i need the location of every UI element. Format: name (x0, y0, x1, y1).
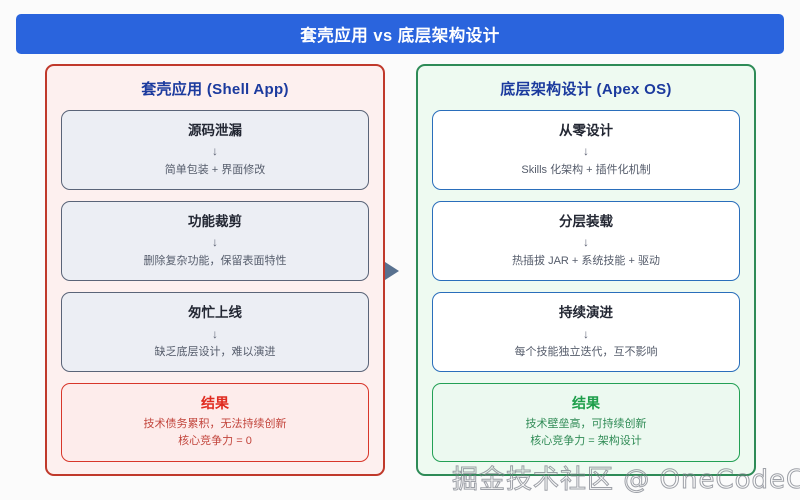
down-arrow-icon: ↓ (212, 235, 218, 250)
step-card-heading: 功能裁剪 (188, 214, 242, 230)
step-card-heading: 分层装载 (559, 214, 613, 230)
panel-shell-app-title: 套壳应用 (Shell App) (141, 81, 289, 98)
result-card-line: 核心竞争力 = 0 (178, 435, 252, 448)
triangle-right-icon (385, 262, 399, 280)
step-card: 匆忙上线 ↓ 缺乏底层设计，难以演进 (61, 292, 369, 373)
result-card-title: 结果 (572, 395, 600, 412)
step-card: 功能裁剪 ↓ 删除复杂功能，保留表面特性 (61, 201, 369, 282)
down-arrow-icon: ↓ (583, 235, 589, 250)
result-card-line: 核心竞争力 = 架构设计 (530, 435, 642, 448)
result-card-shell-app: 结果 技术债务累积，无法持续创新 核心竞争力 = 0 (61, 383, 369, 463)
step-card-detail: 每个技能独立迭代，互不影响 (514, 345, 658, 358)
result-card-line: 技术壁垒高，可持续创新 (525, 418, 647, 431)
down-arrow-icon: ↓ (212, 326, 218, 341)
step-card: 分层装载 ↓ 热插拔 JAR + 系统技能 + 驱动 (432, 201, 740, 282)
down-arrow-icon: ↓ (212, 144, 218, 159)
result-card-title: 结果 (201, 395, 229, 412)
result-card-line: 技术债务累积，无法持续创新 (143, 418, 287, 431)
panel-apex-os: 底层架构设计 (Apex OS) 从零设计 ↓ Skills 化架构 + 插件化… (416, 64, 756, 476)
panel-shell-app: 套壳应用 (Shell App) 源码泄漏 ↓ 简单包装 + 界面修改 功能裁剪… (45, 64, 385, 476)
step-card-detail: 热插拔 JAR + 系统技能 + 驱动 (512, 254, 660, 267)
step-card-detail: 简单包装 + 界面修改 (164, 163, 266, 176)
down-arrow-icon: ↓ (583, 326, 589, 341)
step-card: 从零设计 ↓ Skills 化架构 + 插件化机制 (432, 110, 740, 191)
step-card-heading: 匆忙上线 (188, 305, 242, 321)
panel-apex-os-title: 底层架构设计 (Apex OS) (500, 81, 672, 98)
step-card-heading: 源码泄漏 (188, 123, 242, 138)
step-card-heading: 持续演进 (559, 305, 613, 321)
down-arrow-icon: ↓ (583, 144, 589, 159)
step-card-detail: 缺乏底层设计，难以演进 (154, 345, 276, 358)
step-card-detail: 删除复杂功能，保留表面特性 (143, 254, 287, 267)
step-card-detail: Skills 化架构 + 插件化机制 (521, 163, 651, 176)
step-card: 持续演进 ↓ 每个技能独立迭代，互不影响 (432, 292, 740, 373)
comparison-columns: 套壳应用 (Shell App) 源码泄漏 ↓ 简单包装 + 界面修改 功能裁剪… (0, 64, 800, 476)
step-card-heading: 从零设计 (559, 123, 613, 138)
page-title: 套壳应用 vs 底层架构设计 (300, 27, 500, 45)
step-card: 源码泄漏 ↓ 简单包装 + 界面修改 (61, 110, 369, 191)
page-title-bar: 套壳应用 vs 底层架构设计 (16, 14, 784, 54)
result-card-apex-os: 结果 技术壁垒高，可持续创新 核心竞争力 = 架构设计 (432, 383, 740, 463)
